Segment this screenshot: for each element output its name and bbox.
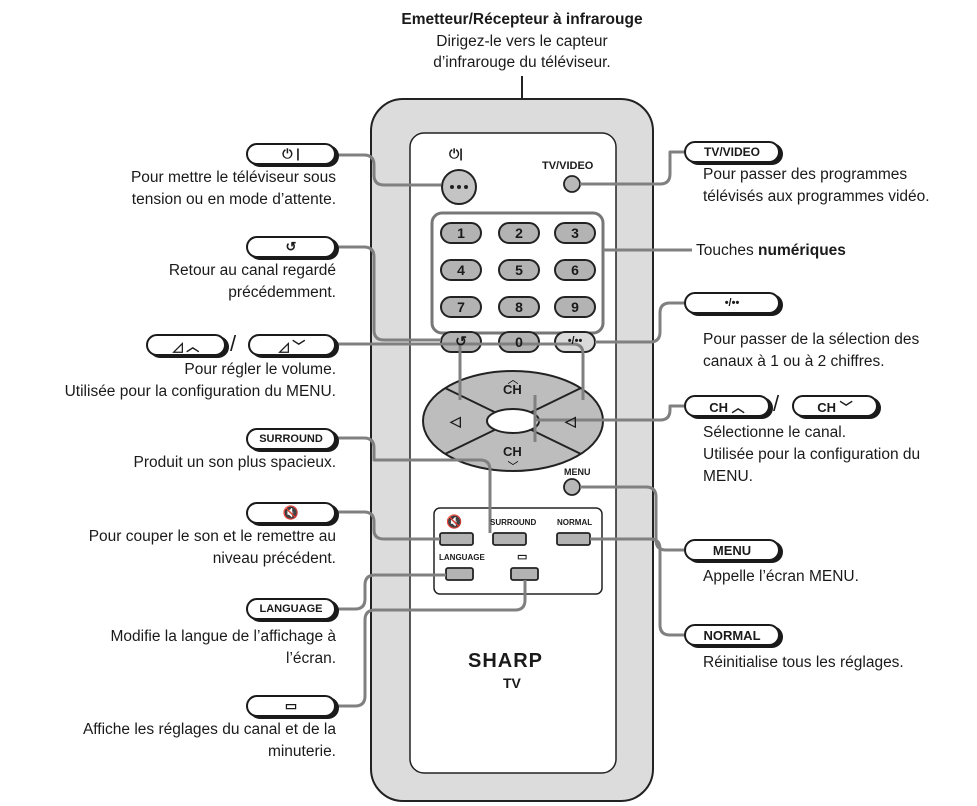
flashback-desc-line2: précédemment. bbox=[228, 284, 336, 301]
channel-desc-line3: MENU. bbox=[703, 468, 753, 485]
callout-ch-down-button: CH ﹀ bbox=[792, 395, 878, 417]
key-6[interactable]: 6 bbox=[571, 262, 579, 278]
remote-menu-label: MENU bbox=[564, 467, 591, 477]
remote-normal-label: NORMAL bbox=[557, 518, 593, 527]
callout-menu-button: MENU bbox=[684, 539, 780, 561]
remote-language-label: LANGUAGE bbox=[439, 553, 485, 562]
svg-text:︿: ︿ bbox=[508, 374, 519, 386]
numeric-bold: numériques bbox=[758, 242, 846, 259]
brand-logo: SHARP bbox=[468, 650, 544, 672]
power-desc-line1: Pour mettre le téléviseur sous bbox=[130, 169, 336, 186]
key-2[interactable]: 2 bbox=[515, 225, 523, 241]
key-4[interactable]: 4 bbox=[457, 262, 465, 278]
key-3[interactable]: 3 bbox=[571, 225, 579, 241]
normal-desc-line1: Réinitialise tous les réglages. bbox=[703, 654, 904, 671]
callout-surround-button: SURROUND bbox=[246, 428, 336, 450]
vol-down-icon[interactable]: ◁ bbox=[450, 413, 461, 429]
language-desc-line2: l’écran. bbox=[286, 650, 336, 667]
numeric-prefix: Touches bbox=[696, 242, 759, 259]
display-desc-line1: Affiche les réglages du canal et de la bbox=[82, 721, 336, 738]
display-desc-line2: minuterie. bbox=[267, 743, 336, 760]
key-0[interactable]: 0 bbox=[515, 334, 523, 350]
callout-volume-up-button: ◿ ︿ bbox=[146, 334, 226, 356]
digit-desc-line2: canaux à 1 ou à 2 chiffres. bbox=[703, 353, 885, 370]
ir-title: Emetteur/Récepteur à infrarouge bbox=[401, 11, 643, 28]
mute-desc-line1: Pour couper le son et le remettre au bbox=[88, 528, 336, 545]
key-8[interactable]: 8 bbox=[515, 299, 523, 315]
menu-desc-line1: Appelle l’écran MENU. bbox=[703, 568, 859, 585]
ir-desc-line2: d’infrarouge du téléviseur. bbox=[433, 54, 611, 71]
mute-desc-line2: niveau précédent. bbox=[212, 550, 336, 567]
key-7[interactable]: 7 bbox=[457, 299, 465, 315]
callout-language-button: LANGUAGE bbox=[246, 598, 336, 620]
channel-desc-line2: Utilisée pour la configuration du bbox=[703, 446, 921, 463]
key-1[interactable]: 1 bbox=[457, 225, 465, 241]
tvvideo-button-shape bbox=[563, 175, 581, 193]
volume-separator: / bbox=[230, 331, 237, 356]
digit-desc-line1: Pour passer de la sélection des bbox=[703, 331, 920, 348]
ch-up-label[interactable]: CH bbox=[503, 382, 522, 397]
callout-display-button: ▭ bbox=[246, 695, 336, 717]
callout-tvvideo-button: TV/VIDEO bbox=[684, 141, 780, 163]
svg-text:﹀: ﹀ bbox=[508, 460, 519, 473]
power-desc-line2: tension ou en mode d’attente. bbox=[131, 191, 336, 208]
volume-desc-line1: Pour régler le volume. bbox=[184, 361, 336, 378]
flashback-desc-line1: Retour au canal regardé bbox=[168, 262, 336, 279]
brand-tv: TV bbox=[503, 675, 521, 691]
language-desc-line1: Modifie la langue de l’affichage à bbox=[110, 628, 336, 645]
callout-digit-button: •/•• bbox=[684, 292, 780, 314]
remote-surround-label: SURROUND bbox=[490, 518, 537, 527]
channel-desc-line1: Sélectionne le canal. bbox=[703, 424, 847, 441]
key-5[interactable]: 5 bbox=[515, 262, 523, 278]
display-icon: ▭ bbox=[517, 551, 528, 563]
tvvideo-desc-line2: télévisés aux programmes vidéo. bbox=[703, 188, 930, 205]
callout-volume-down-button: ◿ ﹀ bbox=[248, 334, 336, 356]
vol-up-icon[interactable]: ◁ bbox=[565, 413, 576, 429]
callout-power-button: ⏻ | bbox=[246, 143, 336, 165]
tvvideo-desc-line1: Pour passer des programmes bbox=[703, 166, 908, 183]
key-flashback[interactable]: ↺ bbox=[455, 333, 467, 349]
mute-icon: 🔇 bbox=[446, 514, 463, 529]
remote-power-label: ⏻| bbox=[449, 146, 463, 161]
callout-ch-up-button: CH ︿ bbox=[684, 395, 770, 417]
numeric-keys-desc: Touches numériques bbox=[696, 240, 846, 261]
key-digit[interactable]: •/•• bbox=[567, 335, 583, 347]
ir-desc-line1: Dirigez-le vers le capteur bbox=[436, 33, 608, 50]
callout-mute-button: 🔇 bbox=[246, 502, 336, 524]
surround-desc-line1: Produit un son plus spacieux. bbox=[133, 454, 336, 471]
callout-normal-button: NORMAL bbox=[684, 624, 780, 646]
key-9[interactable]: 9 bbox=[571, 299, 579, 315]
channel-separator: / bbox=[773, 391, 780, 416]
ch-down-label[interactable]: CH bbox=[503, 444, 522, 459]
callout-flashback-button: ↺ bbox=[246, 236, 336, 258]
remote-tvvideo-label: TV/VIDEO bbox=[542, 160, 594, 172]
volume-desc-line2: Utilisée pour la configuration du MENU. bbox=[64, 383, 336, 400]
